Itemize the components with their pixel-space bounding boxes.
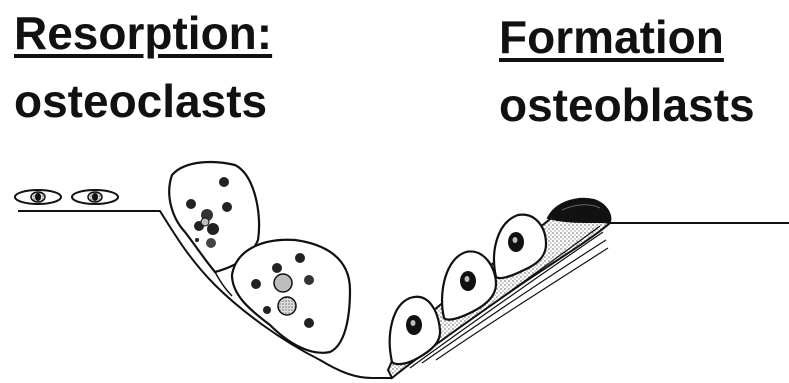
- lining-cell-2: [72, 190, 118, 204]
- osteoblast-2: [442, 251, 496, 319]
- lining-cell-cap: [548, 199, 610, 222]
- osteoblast-1: [390, 297, 440, 364]
- lining-cell-1: [15, 190, 61, 204]
- osteoclast-lower: [232, 240, 350, 353]
